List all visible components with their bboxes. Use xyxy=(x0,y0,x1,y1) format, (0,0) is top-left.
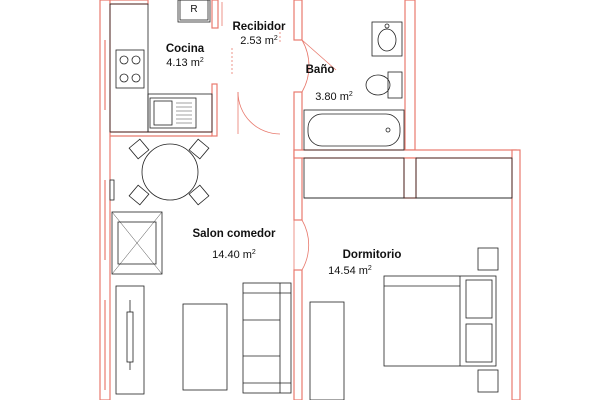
counter-bottom xyxy=(147,93,213,133)
nightstand-bottom xyxy=(477,369,499,393)
hob-burner-2 xyxy=(131,55,141,65)
bathtub-inner xyxy=(307,113,401,147)
bathtub xyxy=(303,109,405,151)
room-area-dormitorio: 14.54 m2 xyxy=(328,265,372,277)
sink-basin xyxy=(153,100,173,126)
bathroom-door-leaf xyxy=(301,39,337,71)
wall-bedroom-salon-lower xyxy=(293,269,303,400)
room-name-recibidor: Recibidor xyxy=(232,21,286,33)
fridge-inner xyxy=(179,0,209,21)
wall-top-kitchen xyxy=(109,0,149,5)
desk xyxy=(309,301,345,400)
kitchen-door-swing xyxy=(237,91,281,135)
living-furniture xyxy=(111,211,292,395)
toilet-bowl xyxy=(365,74,391,96)
wall-bano-left-upper xyxy=(293,0,303,41)
bathroom-furniture xyxy=(303,21,405,151)
washbasin-tap xyxy=(384,23,390,29)
room-name-dormitorio: Dormitorio xyxy=(343,249,402,261)
nightstand-top xyxy=(477,247,499,271)
wall-wardrobe-divider xyxy=(403,157,417,199)
washbasin-bowl xyxy=(377,28,397,52)
doors xyxy=(221,2,337,271)
wall-kitchen-recibidor xyxy=(211,0,219,29)
bed xyxy=(383,275,497,367)
room-name-bano: Baño xyxy=(306,64,335,76)
tv xyxy=(126,311,134,363)
wall-kitchen-partition xyxy=(211,83,218,137)
bathroom-door-swing xyxy=(301,39,310,93)
hob-burner-4 xyxy=(131,73,141,83)
counter-left xyxy=(109,3,149,133)
fridge-label: R xyxy=(190,4,197,15)
chair-bottom-left xyxy=(128,184,150,206)
room-area-bano: 3.80 m2 xyxy=(315,91,353,103)
cabinet-inner xyxy=(117,221,157,265)
wall-bano-bottom xyxy=(293,149,517,159)
coffee-table xyxy=(182,303,228,391)
cabinet xyxy=(111,211,163,275)
room-name-salon: Salon comedor xyxy=(192,228,276,240)
dining-furniture xyxy=(128,138,210,206)
kitchen-furniture: R xyxy=(109,0,281,133)
room-area-salon: 14.40 m2 xyxy=(212,249,256,261)
chair-bottom-right xyxy=(188,184,210,206)
sofa xyxy=(242,282,292,394)
pillow-bottom xyxy=(465,323,493,363)
washbasin xyxy=(371,21,403,57)
hob xyxy=(115,49,145,89)
wardrobe-right xyxy=(415,157,513,199)
chair-top-right xyxy=(188,138,210,160)
wall-bano-right xyxy=(404,0,416,151)
sink-outer xyxy=(149,97,197,129)
bathtub-drain xyxy=(385,127,391,133)
hob-burner-3 xyxy=(119,73,129,83)
bedroom-door-swing xyxy=(301,219,310,271)
hob-burner-1 xyxy=(119,55,129,65)
room-name-cocina: Cocina xyxy=(166,43,205,55)
radiator xyxy=(109,179,115,201)
fridge xyxy=(177,0,211,23)
toilet-tank xyxy=(387,71,403,99)
walls xyxy=(99,0,521,400)
wall-right-exterior xyxy=(511,149,521,400)
wardrobe-left xyxy=(303,157,405,199)
bedroom-furniture xyxy=(303,157,513,400)
pillow-top xyxy=(465,279,493,319)
chair-top-left xyxy=(128,138,150,160)
room-area-cocina: 4.13 m2 xyxy=(166,57,204,69)
tv-unit xyxy=(115,285,145,395)
room-labels: Cocina 4.13 m2 Recibidor 2.53 m2 Baño 3.… xyxy=(166,21,402,277)
dining-table xyxy=(141,143,199,201)
room-area-recibidor: 2.53 m2 xyxy=(240,35,278,47)
